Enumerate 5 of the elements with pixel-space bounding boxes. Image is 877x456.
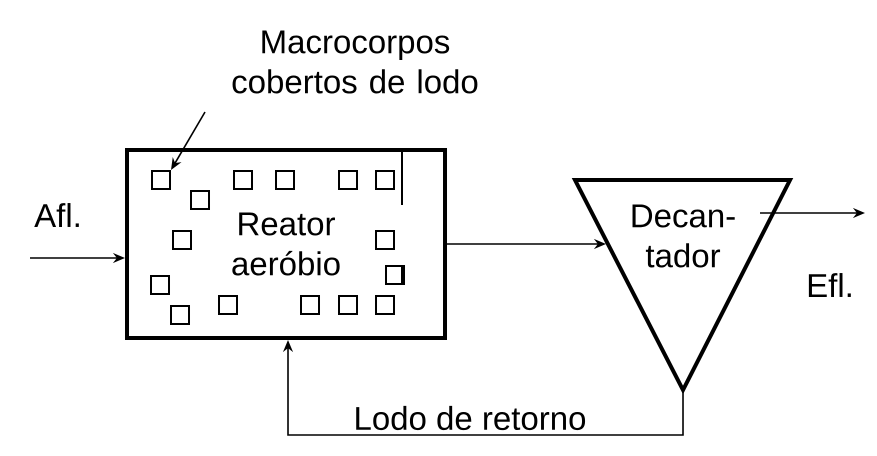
callout-text: Macrocorpos cobertos de lodo <box>232 30 478 94</box>
reactor-box: Reator aeróbio <box>125 148 447 340</box>
edge-label: Lodo de retorno <box>352 404 589 432</box>
carrier-square <box>151 170 171 190</box>
flow-label: Afl. <box>34 203 79 227</box>
